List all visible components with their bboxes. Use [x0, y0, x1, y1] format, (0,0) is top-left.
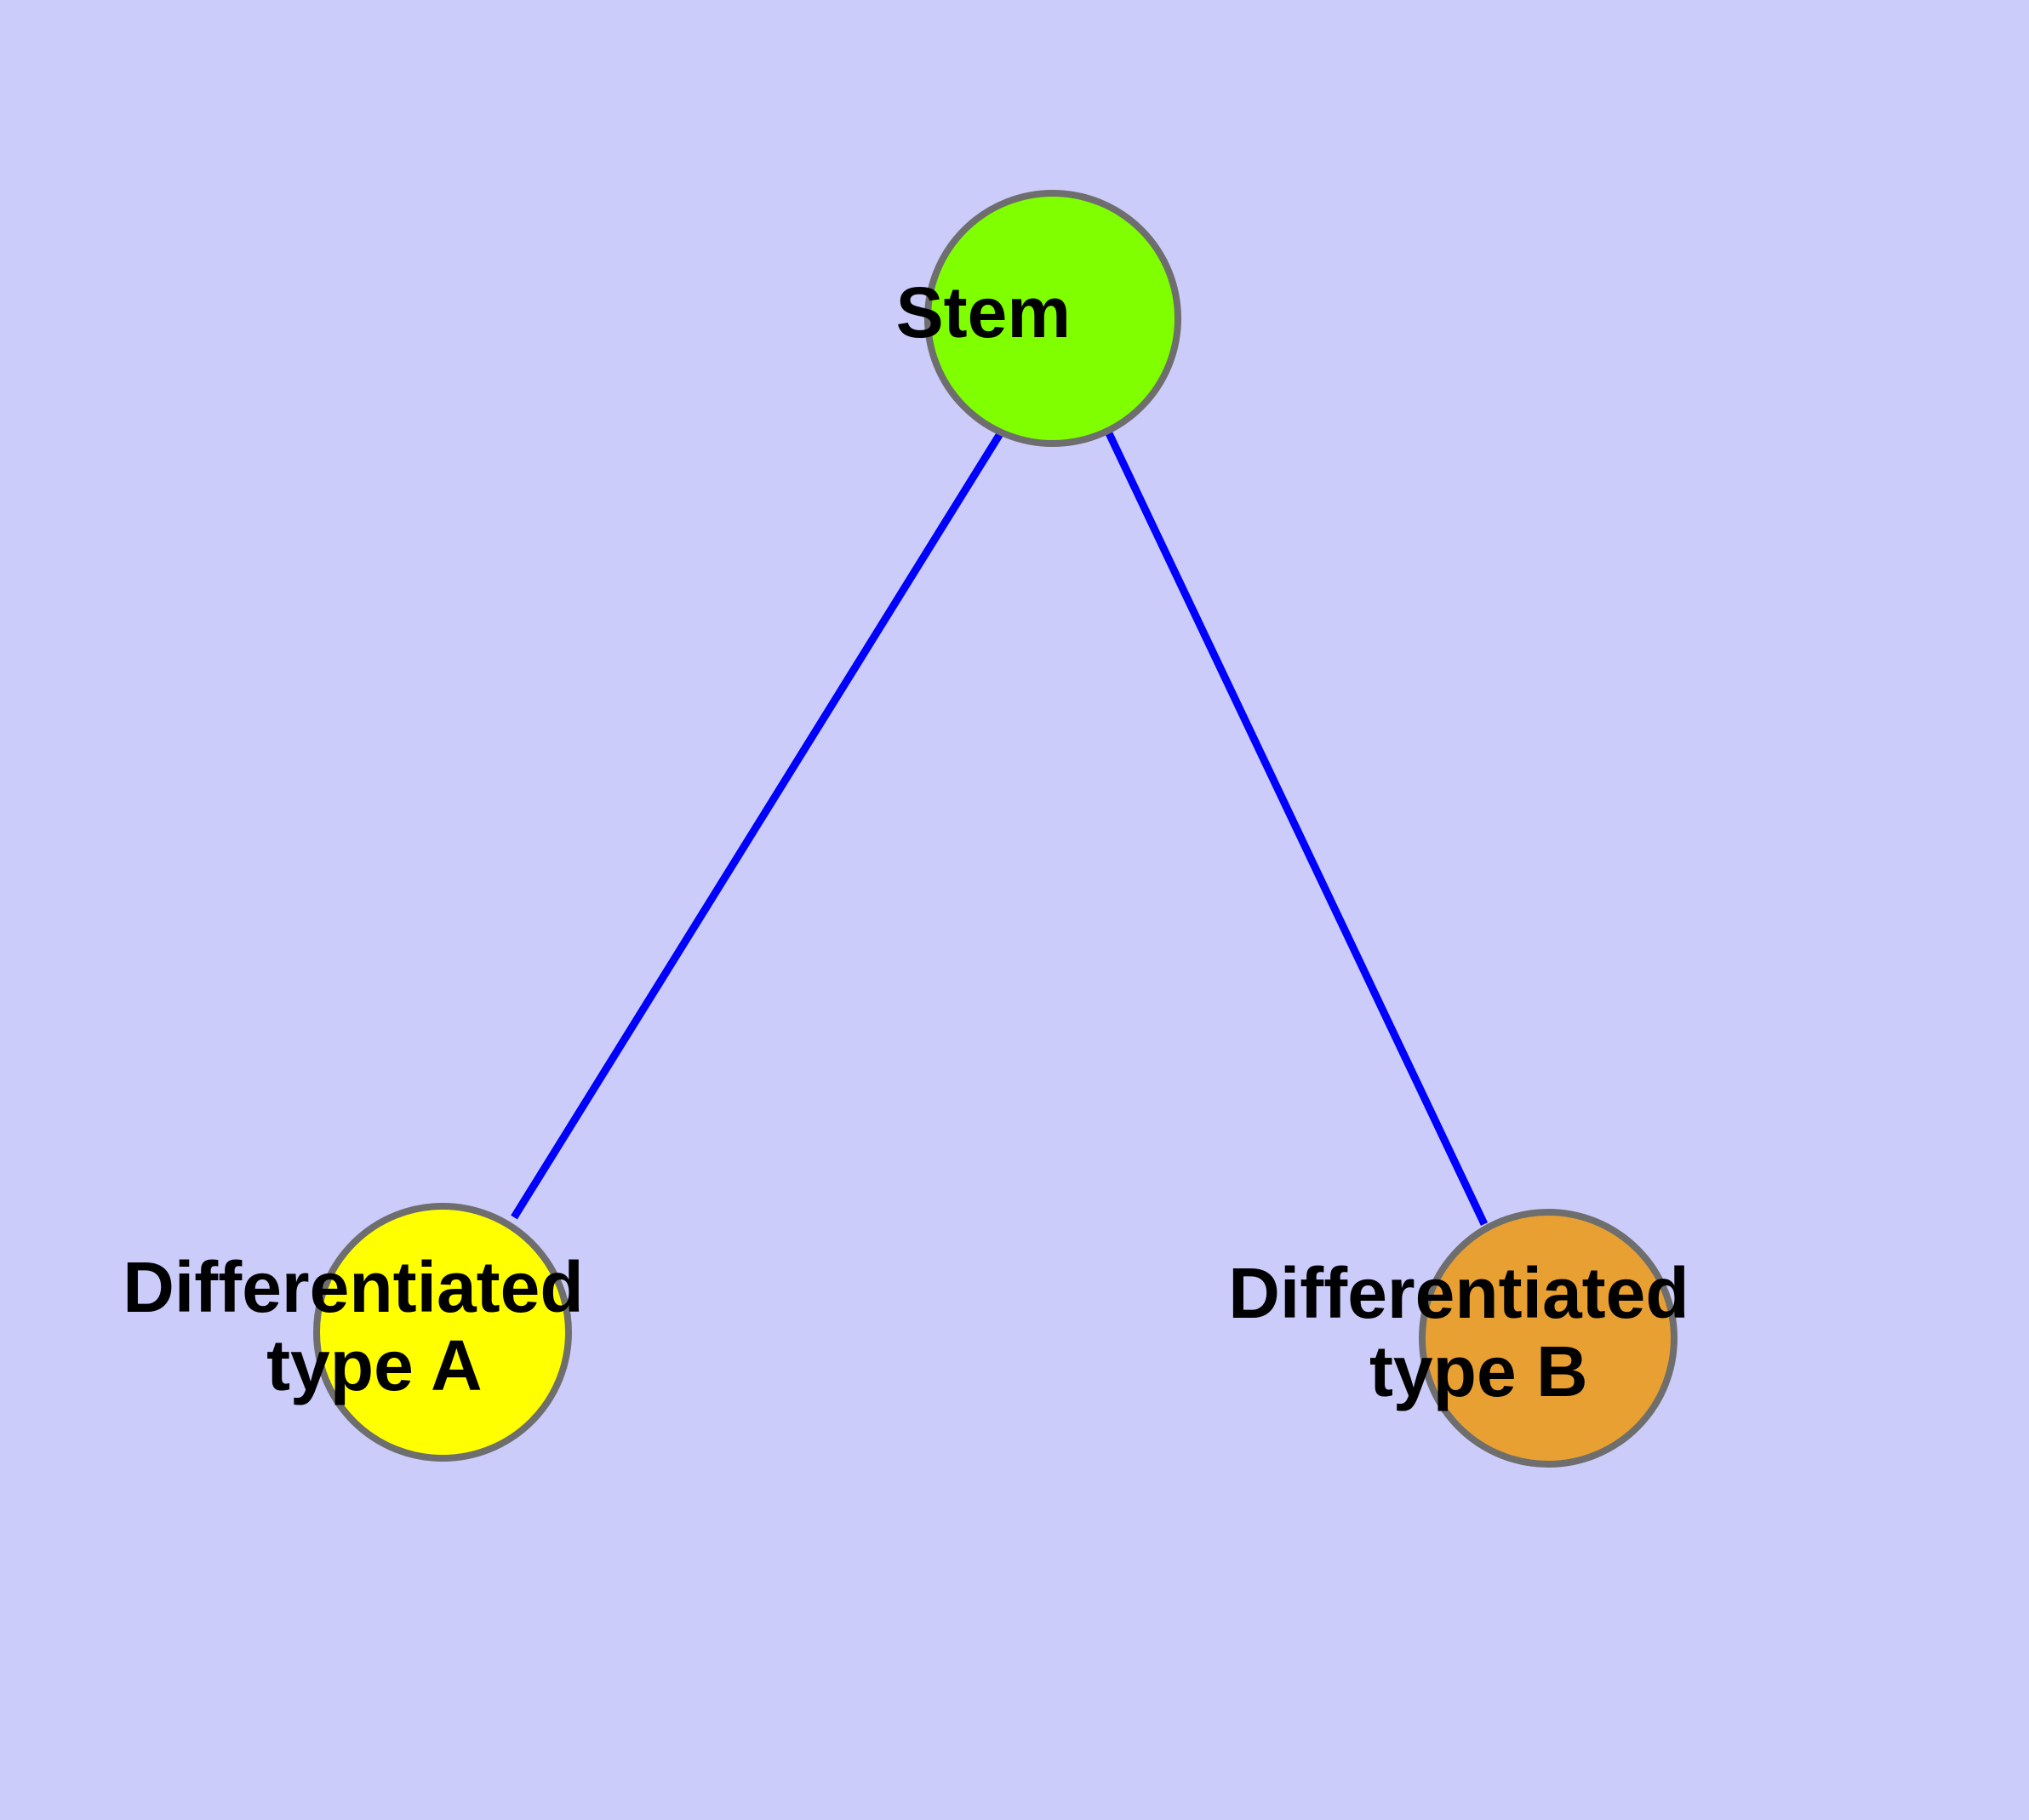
node-differentiated-type-b-label: Differentiated type B — [1228, 1253, 1867, 1411]
node-differentiated-type-a-label-line-1: Differentiated — [123, 1247, 583, 1327]
node-differentiated-type-a[interactable] — [313, 1203, 572, 1462]
node-stem-label: Stem — [896, 272, 1210, 352]
node-differentiated-type-b-label-line-1: Differentiated — [1228, 1253, 1689, 1333]
edge-stem-to-differentiated-type-a[interactable] — [511, 430, 1004, 1220]
edge-stem-to-differentiated-type-b[interactable] — [1105, 432, 1489, 1226]
node-differentiated-type-b-label-line-2: type B — [1369, 1331, 1588, 1411]
node-differentiated-type-b[interactable] — [1419, 1209, 1677, 1468]
node-differentiated-type-b-circle[interactable] — [1419, 1209, 1677, 1468]
node-differentiated-type-a-label: Differentiated type A — [123, 1247, 762, 1405]
edges-layer — [511, 430, 1489, 1226]
node-stem-label-line-1: Stem — [896, 272, 1071, 352]
node-differentiated-type-a-label-line-2: type A — [266, 1325, 481, 1405]
labels-layer: Stem Differentiated type A Differentiate… — [123, 272, 1867, 1411]
node-stem-circle[interactable] — [924, 190, 1181, 447]
node-stem[interactable] — [924, 190, 1181, 447]
nodes-layer — [313, 190, 1677, 1468]
node-differentiated-type-a-circle[interactable] — [313, 1203, 572, 1462]
